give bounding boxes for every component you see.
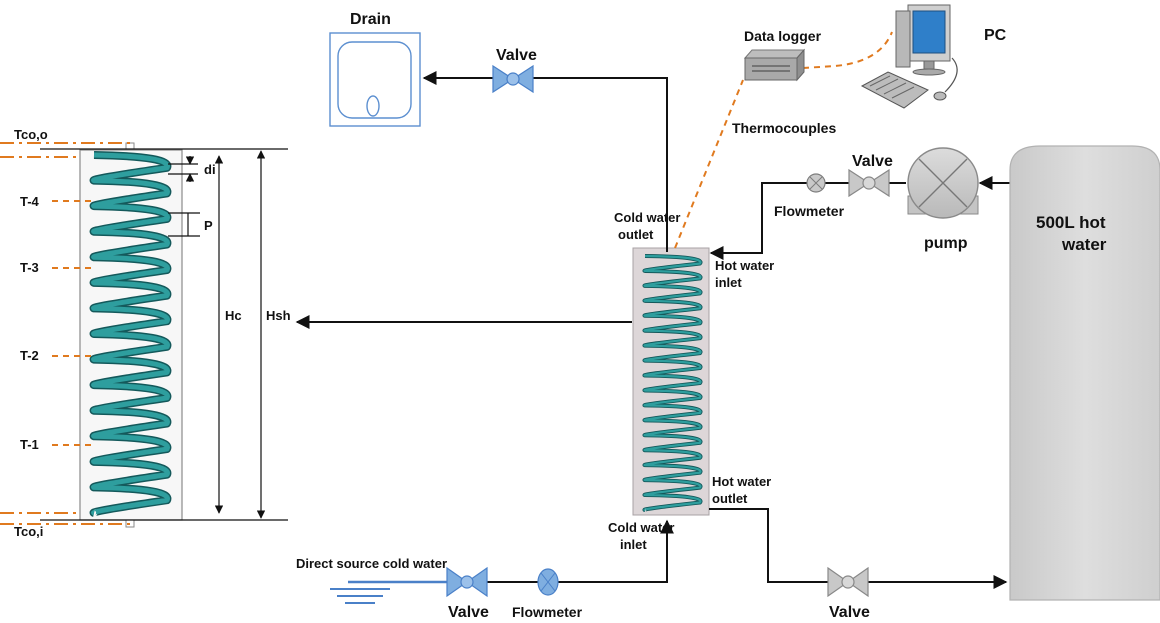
tank-label-line2: water xyxy=(1061,235,1107,254)
flowmeter-icon xyxy=(537,568,559,596)
valve-icon[interactable] xyxy=(848,168,890,198)
t2-label: T-2 xyxy=(20,348,39,363)
pc-label: PC xyxy=(984,27,1007,44)
valve-bottom-right-label: Valve xyxy=(829,604,870,621)
pc-icon xyxy=(860,4,958,109)
coil-tube xyxy=(91,152,170,516)
hot-inlet-label-2: inlet xyxy=(715,275,742,290)
tco-o-label: Tco,o xyxy=(14,127,48,142)
drain-icon xyxy=(329,32,421,127)
t1-label: T-1 xyxy=(20,437,39,452)
hc-label: Hc xyxy=(225,308,242,323)
hot-outlet-label-2: outlet xyxy=(712,491,748,506)
thermocouples-label: Thermocouples xyxy=(732,120,836,136)
tco-i-label: Tco,i xyxy=(14,524,43,539)
cold-outlet-label-2: outlet xyxy=(618,227,654,242)
t3-label: T-3 xyxy=(20,260,39,275)
valve-icon[interactable] xyxy=(827,566,869,598)
thermocouple-wire xyxy=(674,79,744,249)
direct-source-label: Direct source cold water xyxy=(296,556,447,571)
flowmeter-pump-label: Flowmeter xyxy=(774,203,845,219)
coil-tube xyxy=(643,254,702,512)
heat-exchanger-coil xyxy=(642,254,703,512)
cold-outlet-label-1: Cold water xyxy=(614,210,680,225)
pump-label: pump xyxy=(924,235,968,252)
water-source-icon xyxy=(330,588,390,604)
coil-detail: di P Hc Hsh Tco,o T-4 T-3 T-2 T-1 Tco,i xyxy=(0,127,291,539)
valve-icon[interactable] xyxy=(446,566,488,598)
valve-top-label: Valve xyxy=(496,47,537,64)
t4-label: T-4 xyxy=(20,194,40,209)
heat-exchanger xyxy=(632,247,710,516)
hot-outlet-label-1: Hot water xyxy=(712,474,771,489)
flowmeter-bottom-label: Flowmeter xyxy=(512,604,583,620)
hot-inlet-label-1: Hot water xyxy=(715,258,774,273)
logger-pc-cable xyxy=(802,31,893,69)
pump-icon xyxy=(907,147,979,219)
valve-icon[interactable] xyxy=(492,64,534,94)
cold-inlet-pipe xyxy=(420,519,674,583)
valve-bottom-left-label: Valve xyxy=(448,604,489,621)
hot-inlet-pipe xyxy=(709,182,906,260)
p-label: P xyxy=(204,218,213,233)
cold-inlet-label-1: Cold water xyxy=(608,520,674,535)
data-logger-icon xyxy=(743,48,806,82)
drain-label: Drain xyxy=(350,11,391,28)
hot-outlet-pipe xyxy=(709,508,1008,589)
tank-label-line1: 500L hot xyxy=(1036,213,1106,232)
left-helical-coil xyxy=(89,151,172,517)
flowmeter-icon xyxy=(806,173,826,193)
valve-pump-label: Valve xyxy=(852,153,893,170)
cold-outlet-pipe xyxy=(422,71,668,252)
data-logger-label: Data logger xyxy=(744,28,822,44)
cold-inlet-label-2: inlet xyxy=(620,537,647,552)
di-label: di xyxy=(204,162,216,177)
hsh-label: Hsh xyxy=(266,308,291,323)
